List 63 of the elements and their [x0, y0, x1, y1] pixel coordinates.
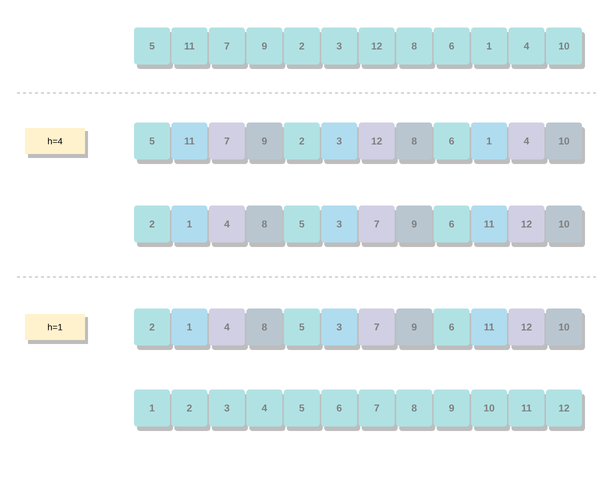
number-cell: 3 — [321, 308, 360, 350]
number-cell: 11 — [171, 122, 210, 164]
number-cell: 12 — [508, 308, 548, 350]
number-cell: 11 — [171, 28, 210, 69]
number-cell: 7 — [358, 206, 398, 247]
number-cell: 5 — [284, 308, 323, 350]
number-cell: 6 — [434, 122, 473, 164]
number-cell: 7 — [358, 390, 398, 431]
number-cell: 8 — [246, 308, 286, 350]
number-cell: 7 — [358, 308, 398, 350]
number-cell: 5 — [134, 28, 173, 69]
number-cell: 4 — [508, 28, 548, 69]
number-cell: 12 — [358, 122, 398, 164]
number-cell: 5 — [134, 122, 173, 164]
number-cell: 2 — [171, 390, 210, 431]
number-cell: 11 — [508, 390, 548, 431]
number-cell: 4 — [246, 390, 286, 431]
number-cell: 2 — [284, 122, 323, 164]
number-cell: 6 — [321, 390, 360, 431]
number-cell: 4 — [508, 122, 548, 164]
number-cell: 4 — [208, 308, 248, 350]
number-cell: 9 — [396, 308, 436, 350]
number-cell: 9 — [246, 122, 286, 164]
number-cell: 3 — [321, 28, 360, 69]
number-cell: 6 — [434, 206, 473, 247]
node-label: 11 — [522, 404, 532, 412]
number-cell: 3 — [321, 206, 360, 247]
number-cell: 3 — [321, 122, 360, 164]
number-cell: 4 — [208, 206, 248, 247]
number-cell: 9 — [434, 390, 473, 431]
number-cell: 1 — [134, 390, 173, 431]
number-cell: 11 — [471, 206, 510, 247]
note-label: h=1 — [25, 314, 88, 344]
number-cell: 5 — [284, 206, 323, 247]
number-cell: 10 — [546, 206, 585, 247]
number-cell: 1 — [171, 206, 210, 247]
number-cell: 12 — [546, 390, 585, 431]
number-cell: 2 — [134, 206, 173, 247]
number-cell: 2 — [284, 28, 323, 69]
number-cell: 6 — [434, 28, 473, 69]
number-cell: 1 — [171, 308, 210, 350]
number-cell: 10 — [546, 28, 585, 69]
number-cell: 3 — [208, 390, 248, 431]
number-cell: 1 — [471, 122, 510, 164]
number-cell: 12 — [508, 206, 548, 247]
number-cell: 8 — [396, 28, 436, 69]
number-cell: 11 — [471, 308, 510, 350]
number-cell: 5 — [284, 390, 323, 431]
number-cell: 8 — [396, 122, 436, 164]
number-cell: 8 — [246, 206, 286, 247]
number-cell: 8 — [396, 390, 436, 431]
number-cell: 10 — [546, 122, 585, 164]
number-cell: 2 — [134, 308, 173, 350]
number-cell: 10 — [546, 308, 585, 350]
number-cell: 6 — [434, 308, 473, 350]
number-cell: 9 — [396, 206, 436, 247]
number-cell: 9 — [246, 28, 286, 69]
number-cell: 7 — [208, 122, 248, 164]
number-cell: 10 — [471, 390, 510, 431]
number-cell: 7 — [208, 28, 248, 69]
note-label: h=4 — [25, 128, 88, 158]
number-cell: 1 — [471, 28, 510, 69]
number-cell: 12 — [358, 28, 398, 69]
